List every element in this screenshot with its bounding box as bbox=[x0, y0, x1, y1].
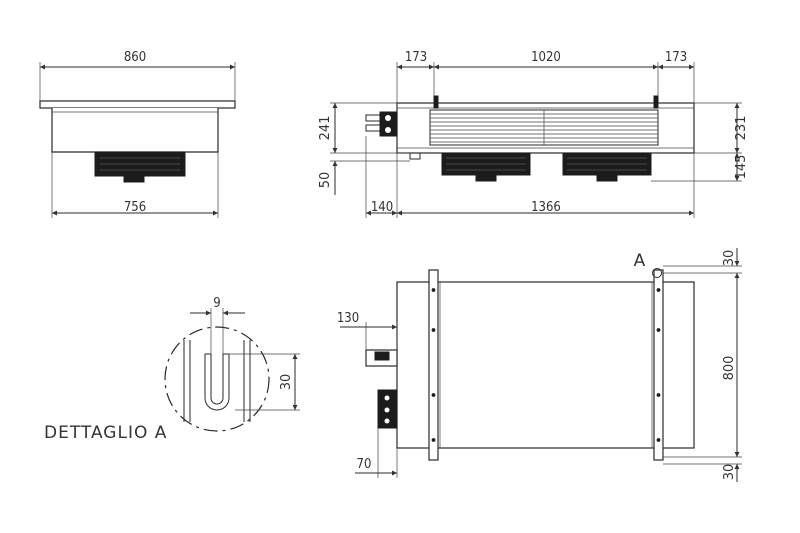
plan-bracket-left bbox=[428, 269, 439, 461]
dim-plan-width: 800 bbox=[722, 356, 737, 381]
front-view: 860 756 bbox=[39, 50, 236, 218]
front-top-plate bbox=[39, 100, 236, 109]
dim-side-fan-drop: 145 bbox=[734, 155, 749, 180]
plan-drain-pipe bbox=[365, 349, 398, 367]
detail-a: 9 30 DETTAGLIO A bbox=[44, 296, 300, 443]
dim-side-left-offset: 173 bbox=[405, 50, 427, 65]
dim-side-height-left: 241 bbox=[318, 116, 333, 141]
dim-front-top-width: 860 bbox=[124, 50, 146, 65]
detail-a-outline bbox=[164, 326, 270, 432]
side-coil-grille bbox=[429, 109, 659, 146]
plan-view: A 130 70 30 800 30 bbox=[337, 248, 742, 482]
dim-side-total-length: 1366 bbox=[531, 200, 561, 215]
front-fan-unit bbox=[94, 151, 186, 183]
plan-body bbox=[396, 281, 695, 449]
front-housing bbox=[51, 108, 219, 153]
dim-side-middle-length: 1020 bbox=[531, 50, 561, 65]
dim-plan-pipe-offset: 130 bbox=[337, 311, 359, 326]
dim-side-connection-offset: 140 bbox=[371, 200, 393, 215]
dim-detail-slot-depth: 30 bbox=[279, 374, 294, 391]
plan-connection-block bbox=[377, 389, 398, 429]
detail-marker-label: A bbox=[634, 251, 647, 271]
side-fan-right bbox=[562, 152, 652, 182]
dim-plan-connection-offset: 70 bbox=[357, 457, 372, 472]
detail-slot-outer bbox=[204, 354, 230, 411]
dim-plan-top-bracket: 30 bbox=[722, 250, 737, 267]
side-view: 173 1020 173 140 1366 241 50 231 145 bbox=[318, 50, 749, 218]
dim-side-right-offset: 173 bbox=[665, 50, 687, 65]
dim-side-fan-height: 50 bbox=[318, 172, 333, 189]
dim-front-bottom-width: 756 bbox=[124, 200, 146, 215]
detail-title: DETTAGLIO A bbox=[44, 423, 167, 443]
plan-bracket-right bbox=[653, 269, 664, 461]
dim-plan-bottom-bracket: 30 bbox=[722, 464, 737, 481]
detail-a-circle bbox=[652, 268, 662, 278]
dim-side-height-right: 231 bbox=[734, 116, 749, 141]
detail-slot-inner bbox=[210, 354, 224, 405]
side-fan-left bbox=[441, 152, 531, 182]
dim-detail-slot-width: 9 bbox=[213, 296, 220, 311]
side-connection-block bbox=[365, 111, 398, 137]
